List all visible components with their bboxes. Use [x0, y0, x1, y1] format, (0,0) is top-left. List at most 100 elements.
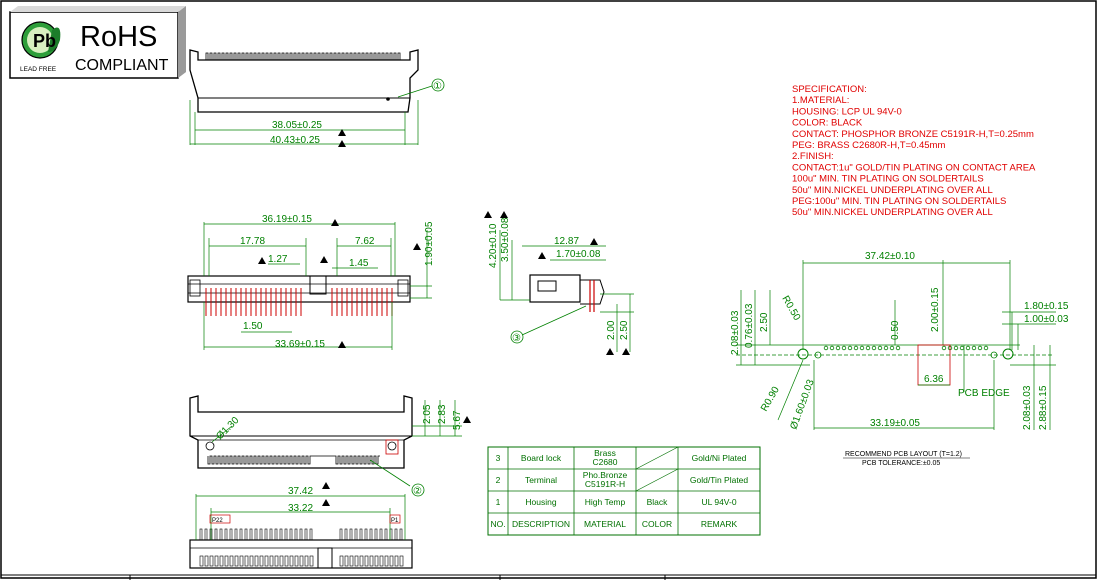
- pin: [249, 528, 253, 541]
- empty-cell-mark: [635, 446, 679, 470]
- pin: [364, 528, 368, 541]
- triangle-icon: [538, 252, 546, 259]
- pin-foot: [394, 555, 399, 567]
- bom-cell: 3: [496, 453, 501, 463]
- pad: [959, 345, 965, 351]
- bom-cell: C5191R-H: [585, 479, 625, 489]
- callout-3-circle: [510, 330, 524, 344]
- pin: [279, 528, 283, 541]
- pin: [359, 528, 363, 541]
- pcb-dim-636: 6.36: [924, 374, 944, 385]
- pin-label-p1: P1: [391, 518, 399, 524]
- pin: [254, 528, 258, 541]
- pcb-dim-200: 2.00±0.15: [930, 287, 941, 332]
- bom-cell: C2680: [592, 457, 617, 467]
- bom-cell: Terminal: [525, 475, 557, 485]
- bom-cell: 1: [496, 497, 501, 507]
- pin-foot: [354, 555, 359, 567]
- front-view: 36.19±0.15 17.78 7.62 1.27 1.45 1.90±0.0…: [187, 214, 435, 350]
- top-dim-2: 40.43±0.25: [270, 135, 320, 146]
- pin-foot: [204, 555, 209, 567]
- pad: [829, 345, 835, 351]
- pcb-dim-288: 2.88±0.15: [1038, 385, 1049, 430]
- pcb-dim-c: 2.50: [759, 312, 770, 332]
- pcb-dim-050: 0.50: [890, 320, 901, 340]
- front-dim-bottom: 33.69±0.15: [275, 339, 325, 350]
- spec-line: 1.MATERIAL:: [792, 95, 849, 106]
- pin-view: 37.42 33.22 P22 P1: [189, 482, 413, 569]
- front-dim-right: 7.62: [355, 236, 375, 247]
- pin-foot: [339, 555, 344, 567]
- pin-foot: [389, 555, 394, 567]
- bottom-view: Ø1.30 2.05 2.83 5.67 ②: [189, 395, 471, 497]
- pin: [229, 528, 233, 541]
- triangle-icon: [484, 211, 492, 218]
- logo-letter: Pb: [33, 31, 56, 51]
- side-dim-w1: 12.87: [554, 236, 579, 247]
- triangle-icon: [320, 256, 328, 263]
- lead-free-text: LEAD FREE: [20, 66, 57, 73]
- bom-cell: Gold/Tin Plated: [690, 475, 749, 485]
- side-dim-w2: 1.70±0.08: [556, 249, 601, 260]
- bom-header: REMARK: [701, 519, 738, 529]
- callout-3: ③: [512, 333, 521, 344]
- pcb-dim-100: 1.00±0.03: [1024, 314, 1069, 325]
- pcb-dim-3319: 33.19±0.05: [870, 418, 920, 429]
- top-dim-1: 38.05±0.25: [272, 120, 322, 131]
- pcb-dim-top: 37.42±0.10: [865, 251, 915, 262]
- spec-line: 100u" MIN. TIN PLATING ON SOLDERTAILS: [792, 174, 984, 185]
- triangle-icon: [622, 348, 630, 355]
- pin-view-pins: [199, 528, 404, 567]
- pcb-layout: 37.42±0.10 2.08±0.03 0.76±0.03 2.50 R0.5…: [730, 251, 1069, 467]
- bom-header: DESCRIPTION: [512, 519, 570, 529]
- pin-dim-inner: 33.22: [288, 503, 313, 514]
- triangle-icon: [590, 238, 598, 245]
- pad: [883, 345, 889, 351]
- pin-dim-top: 37.42: [288, 486, 313, 497]
- pcb-dim-a: 2.08±0.03: [730, 310, 741, 355]
- pad: [853, 345, 859, 351]
- pin: [284, 528, 288, 541]
- pad: [835, 345, 841, 351]
- bom-cell: Black: [647, 497, 669, 507]
- rohs-badge: Pb LEAD FREE RoHS COMPLIANT: [9, 6, 186, 79]
- pad: [877, 345, 883, 351]
- specification-block: SPECIFICATION:1.MATERIAL: HOUSING: LCP U…: [792, 84, 1036, 218]
- bom-header: COLOR: [642, 519, 672, 529]
- rohs-subtitle: COMPLIANT: [75, 57, 169, 74]
- spec-line: COLOR: BLACK: [792, 118, 863, 129]
- pin: [269, 528, 273, 541]
- front-dim-pitch1: 1.27: [268, 254, 288, 265]
- pad: [965, 345, 971, 351]
- pad: [841, 345, 847, 351]
- pcb-dim-r090: R0.90: [759, 385, 782, 414]
- pcb-dim-180: 1.80±0.15: [1024, 301, 1069, 312]
- pin: [379, 528, 383, 541]
- triangle-icon: [463, 416, 471, 423]
- pin: [219, 528, 223, 541]
- pin-foot: [229, 555, 234, 567]
- pin-foot: [274, 555, 279, 567]
- front-dim-height: 1.90±0.05: [424, 221, 435, 266]
- bottom-dim-b: 2.83: [437, 404, 448, 424]
- pin-foot: [309, 555, 314, 567]
- bom-cell: Pho.Bronze: [583, 470, 628, 480]
- pcb-dim-dia: Ø1.60±0.03: [788, 378, 816, 431]
- pad: [983, 345, 989, 351]
- triangle-icon: [331, 219, 339, 226]
- pin: [309, 528, 313, 541]
- pcb-tolerance: PCB TOLERANCE:±0.05: [862, 460, 940, 467]
- triangle-icon: [606, 348, 614, 355]
- bottom-view-contacts: [207, 455, 380, 465]
- pin-foot: [264, 555, 269, 567]
- side-dim-v1: 2.00: [606, 320, 617, 340]
- front-view-pins: [205, 288, 393, 316]
- spec-line: CONTACT: PHOSPHOR BRONZE C5191R-H,T=0.25…: [792, 129, 1034, 140]
- pcb-edge-label: PCB EDGE: [958, 388, 1010, 399]
- pad: [941, 345, 947, 351]
- triangle-icon: [258, 257, 266, 264]
- pin-foot: [399, 555, 404, 567]
- pin-foot: [279, 555, 284, 567]
- pin-foot: [234, 555, 239, 567]
